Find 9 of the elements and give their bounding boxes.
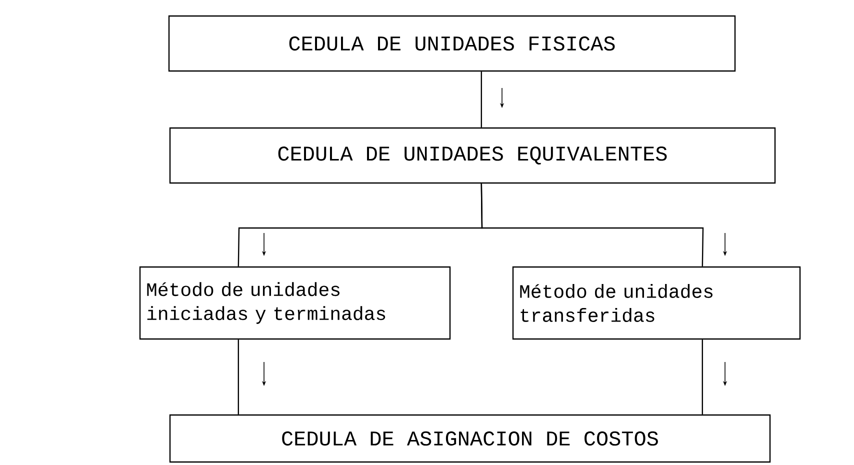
connector-line <box>702 340 703 414</box>
process-box: Método de unidades transferidas <box>512 266 801 340</box>
connector-line <box>480 72 482 128</box>
process-box: CEDULA DE ASIGNACION DE COSTOS <box>169 414 771 463</box>
connector-line <box>238 340 239 414</box>
process-box: CEDULA DE UNIDADES FISICAS <box>168 15 736 72</box>
connector-line <box>480 184 704 266</box>
process-box: Método de unidades iniciadas y terminadas <box>139 266 451 340</box>
process-box: CEDULA DE UNIDADES EQUIVALENTES <box>169 127 776 184</box>
